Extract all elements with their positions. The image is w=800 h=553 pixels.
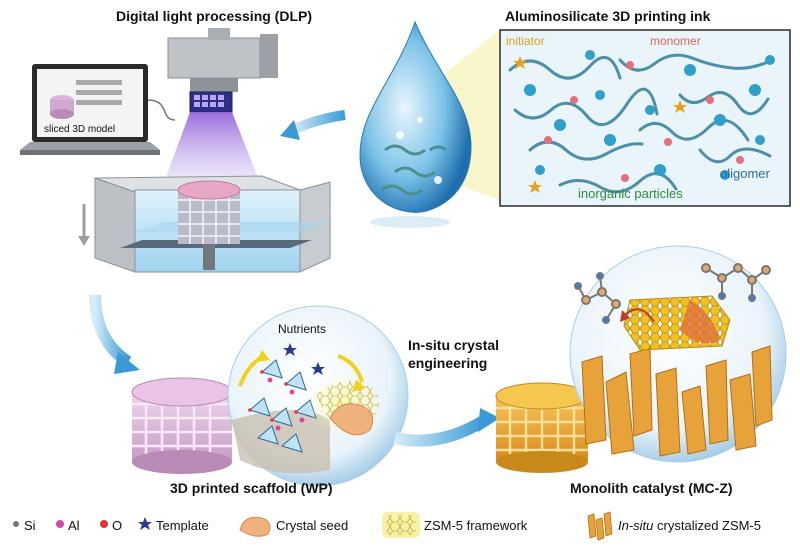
zsm5-crystal-pillars: [581, 345, 773, 457]
reactant-molecule: [574, 272, 621, 324]
scaffold-title: 3D printed scaffold (WP): [170, 480, 333, 496]
monomer-marks: [544, 61, 744, 182]
oligomer-label: oligomer: [720, 166, 770, 181]
laptop: [20, 64, 176, 155]
dlp-title: Digital light processing (DLP): [116, 8, 313, 24]
legend-insitu-rest: crystalized ZSM-5: [653, 518, 762, 533]
catalyst-title: Monolith catalyst (MC-Z): [570, 480, 733, 496]
legend-icons: [13, 511, 613, 541]
legend-zsm5: ZSM-5 framework: [424, 518, 528, 533]
monomer-label: monomer: [650, 34, 701, 48]
crystal-engineering-line2: engineering: [408, 355, 488, 371]
droplet-contents: [381, 144, 447, 196]
pink-scaffold: [131, 377, 233, 474]
si-atom-icon: [13, 521, 19, 527]
orange-monolith: [495, 382, 589, 473]
legend-o: O: [112, 518, 123, 533]
o-atom-icon: [100, 520, 108, 528]
arrow-scaffold-to-catalyst: [393, 414, 489, 447]
legend-crystal-seed: Crystal seed: [276, 518, 349, 533]
inorganic-particles: [524, 50, 775, 180]
initiator-stars: [513, 56, 687, 193]
arrow-ink-to-dlp: [290, 110, 346, 135]
build-direction-arrow: [78, 204, 90, 246]
arrow-dlp-to-scaffold: [89, 294, 132, 367]
product-molecule: [701, 263, 771, 302]
ink-title: Aluminosilicate 3D printing ink: [505, 8, 711, 24]
legend-insitu-italic: In-situ: [618, 518, 654, 533]
printed-part-in-vat: [177, 180, 241, 270]
uv-light-beam: [162, 112, 262, 188]
ink-droplet: [359, 20, 472, 213]
legend-al: Al: [68, 518, 80, 533]
template-stars: [283, 343, 325, 375]
legend-si: Si: [24, 518, 36, 533]
laptop-screen-label: sliced 3D model: [44, 124, 116, 135]
aluminosilicate-network: [232, 359, 330, 474]
initiator-label: initiator: [506, 34, 545, 48]
legend: Si Al O Template Crystal seed ZSM-5 fram…: [0, 512, 800, 542]
inorganic-particles-label: inorganic particles: [578, 186, 683, 201]
al-atom-icon: [56, 520, 64, 528]
legend-insitu: In-situ crystalized ZSM-5: [618, 518, 761, 533]
template-star-icon: [138, 517, 152, 530]
crystal-seed: [329, 403, 374, 436]
nutrients-label: Nutrients: [278, 322, 327, 336]
dlp-projector: [167, 28, 278, 113]
crystal-seed-icon: [239, 516, 271, 537]
oligomer-chains: [508, 53, 774, 194]
insitu-zsm5-icon: [587, 511, 613, 541]
legend-template: Template: [156, 518, 209, 533]
crystal-engineering-line1: In-situ crystal: [408, 337, 500, 353]
zsm5-framework-slab: [623, 295, 731, 351]
